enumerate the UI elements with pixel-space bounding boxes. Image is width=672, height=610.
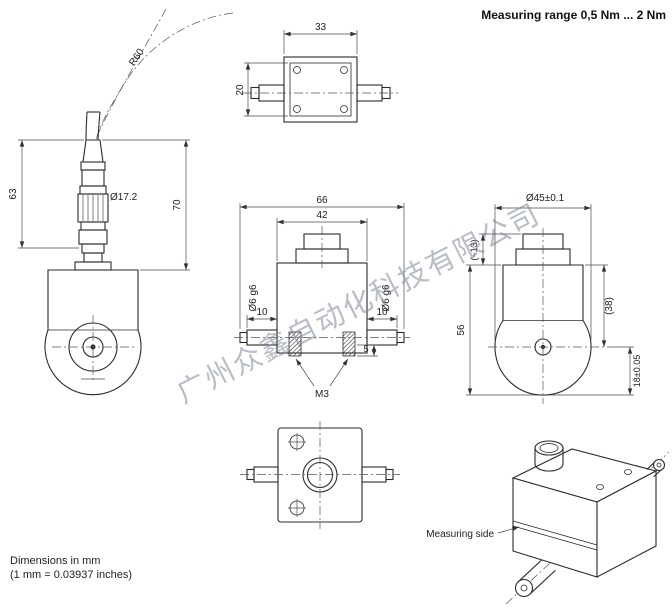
- label-thread: M3: [315, 389, 329, 400]
- dim-body-height: (38): [604, 297, 615, 315]
- dim-connector-overall: 70: [172, 199, 183, 211]
- dim-axis-height: 18±0.05: [632, 355, 642, 387]
- dim-total-height: 56: [456, 324, 467, 336]
- view-side-right: Ø45±0.1 (~13) 56 (38) 18±0.05: [456, 193, 642, 404]
- view-bottom: [240, 421, 400, 529]
- dim-front-body: 42: [316, 210, 328, 221]
- dim-plug-height: (~13): [469, 239, 479, 260]
- dim-shaft-len-left: 10: [256, 307, 268, 318]
- view-front: 66 42 10 10 Ø6 g6 Ø6 g6 5 M3: [234, 195, 410, 400]
- view-isometric: Measuring side: [426, 440, 670, 605]
- dim-foot-height: 5: [363, 344, 368, 354]
- dim-connector-length: 63: [8, 188, 19, 200]
- dim-shaft-len-right: 10: [376, 307, 388, 318]
- label-measuring-side: Measuring side: [426, 529, 494, 540]
- view-top: 33 20: [235, 22, 398, 123]
- cable-bend-curves: R60: [85, 8, 234, 141]
- dim-connector-diameter: Ø17.2: [110, 192, 138, 203]
- dim-shaft-dia-left: Ø6 g6: [248, 284, 259, 312]
- dim-front-overall: 66: [316, 195, 328, 206]
- dim-top-width: 33: [315, 22, 327, 33]
- dim-cable-radius: R60: [127, 47, 147, 69]
- units-note: Dimensions in mm (1 mm = 0.03937 inches): [10, 554, 132, 583]
- units-note-line1: Dimensions in mm: [10, 555, 101, 567]
- dim-top-depth: 20: [235, 84, 246, 96]
- units-note-line2: (1 mm = 0.03937 inches): [10, 569, 132, 582]
- page-title: Measuring range 0,5 Nm ... 2 Nm: [481, 8, 666, 22]
- dim-outer-diameter: Ø45±0.1: [526, 193, 565, 204]
- dim-shaft-dia-right: Ø6 g6: [381, 284, 392, 312]
- view-connector-side: 63 70 Ø17.2: [8, 139, 190, 396]
